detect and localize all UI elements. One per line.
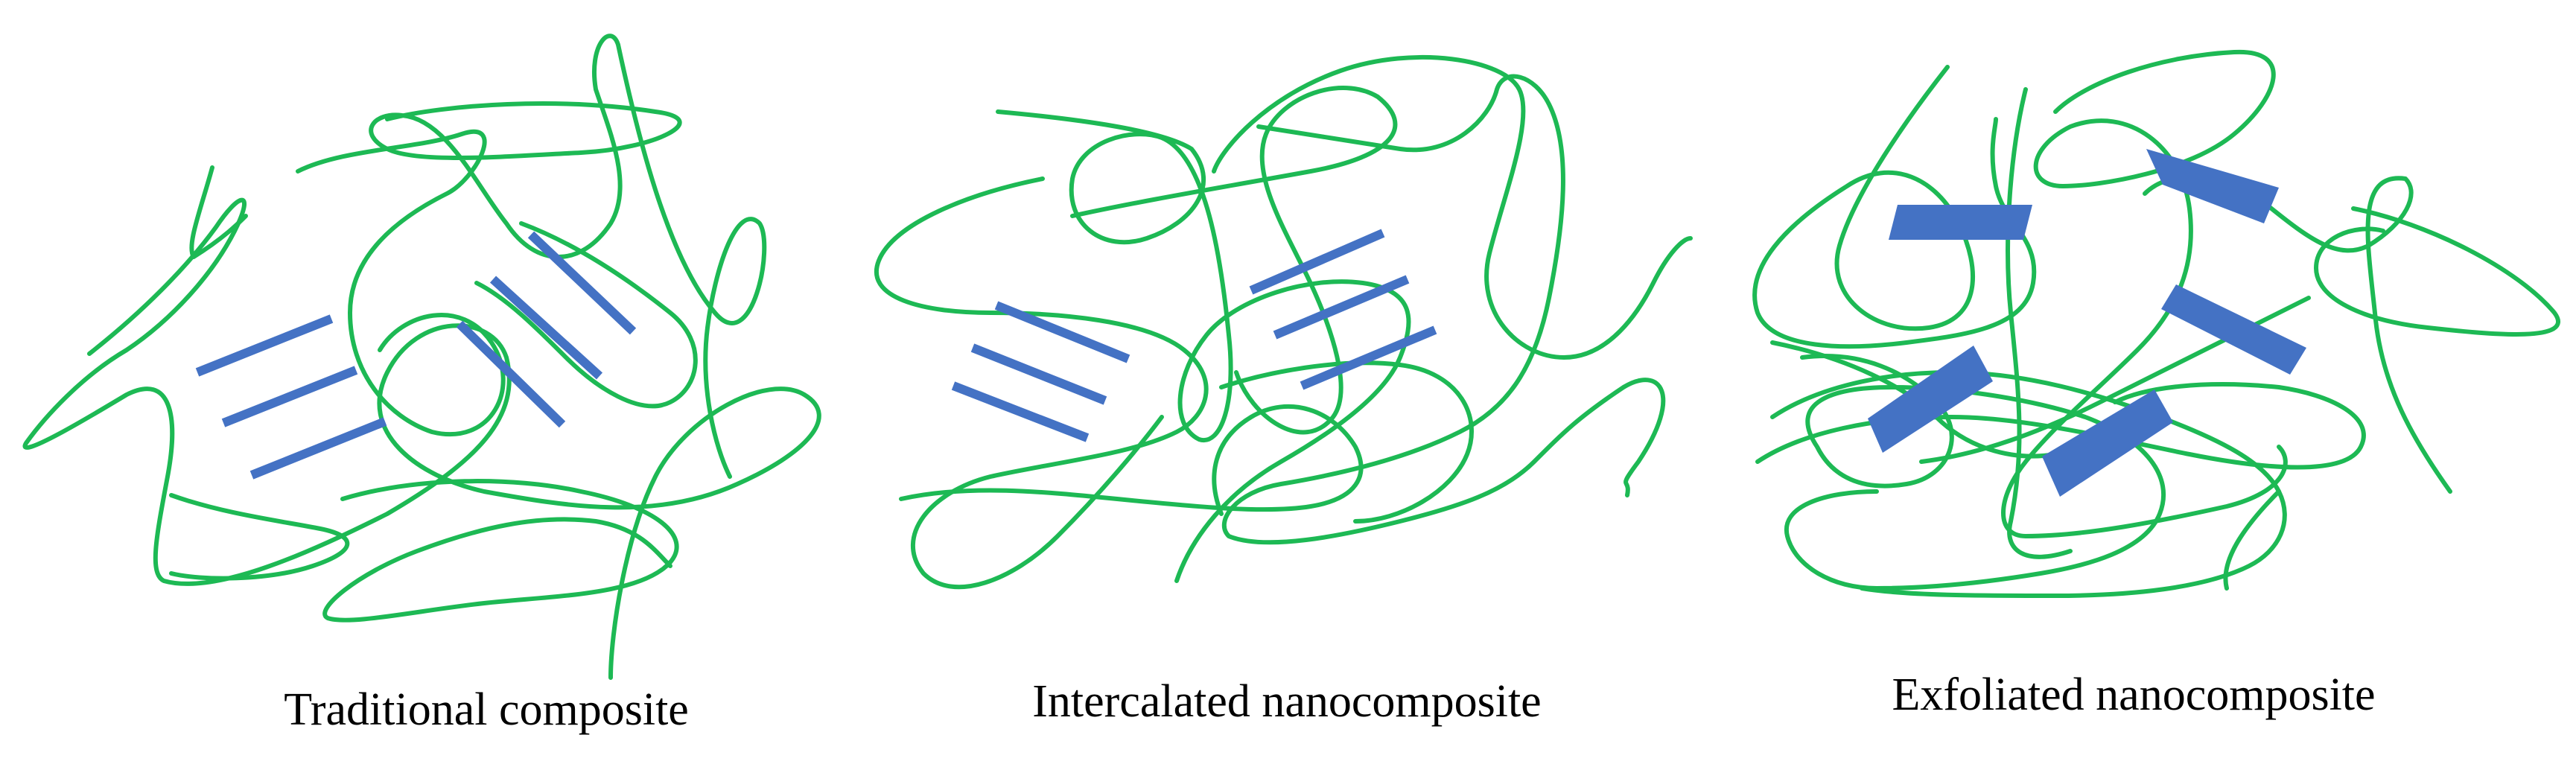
panel-traditional bbox=[22, 34, 821, 680]
polymer-chain bbox=[1784, 354, 2166, 591]
caption-traditional-composite: Traditional composite bbox=[284, 684, 689, 735]
caption-exfoliated-nanocomposite: Exfoliated nanocomposite bbox=[1892, 669, 2376, 720]
clay-layer bbox=[994, 301, 1130, 363]
clay-stack-intercalated-right bbox=[1249, 229, 1437, 390]
polymer-chains-traditional bbox=[22, 34, 821, 680]
clay-layer bbox=[1249, 229, 1385, 295]
polymer-chains-exfoliated bbox=[1752, 49, 2560, 598]
clay-platelet bbox=[2161, 284, 2306, 375]
polymer-chain bbox=[22, 197, 821, 680]
clay-stack-intercalated-left bbox=[951, 301, 1130, 442]
polymer-chain bbox=[169, 479, 679, 623]
clay-layer bbox=[249, 417, 387, 480]
clay-layer bbox=[951, 381, 1090, 442]
clay-layer bbox=[195, 314, 334, 377]
polymer-chain bbox=[1752, 65, 2037, 349]
polymer-chain bbox=[189, 129, 506, 437]
polymer-chain bbox=[899, 404, 1364, 516]
polymer-chains-intercalated bbox=[874, 54, 1693, 590]
clay-layer bbox=[456, 320, 566, 428]
panel-intercalated bbox=[874, 54, 1693, 590]
polymer-chain bbox=[2314, 206, 2560, 337]
polymer-chain bbox=[1222, 74, 1666, 545]
polymer-chain bbox=[1070, 86, 1398, 435]
clay-layer bbox=[489, 276, 603, 380]
clay-layer bbox=[970, 343, 1107, 405]
polymer-chain bbox=[474, 221, 698, 409]
polymer-chain bbox=[1219, 360, 1474, 524]
polymer-chain bbox=[2006, 87, 2073, 559]
polymer-chain bbox=[996, 109, 1411, 583]
caption-intercalated-nanocomposite: Intercalated nanocomposite bbox=[1032, 676, 1542, 727]
polymer-chain bbox=[369, 34, 767, 479]
clay-platelet bbox=[1868, 346, 1993, 453]
panel-exfoliated bbox=[1752, 49, 2560, 598]
clay-stack-traditional-right bbox=[456, 231, 637, 428]
clay-platelets-exfoliated bbox=[1868, 149, 2306, 497]
polymer-chain bbox=[1770, 370, 2287, 598]
clay-platelet bbox=[1889, 205, 2032, 240]
clay-platelet bbox=[2146, 149, 2279, 223]
clay-stack-traditional-left bbox=[195, 314, 387, 480]
clay-layer bbox=[527, 231, 637, 335]
clay-layer bbox=[1300, 325, 1437, 390]
clay-platelet bbox=[2042, 389, 2173, 497]
clay-layer bbox=[1273, 275, 1410, 340]
polymer-chain bbox=[1212, 54, 1693, 360]
clay-layer bbox=[221, 366, 358, 427]
polymer-chain bbox=[874, 176, 1209, 590]
